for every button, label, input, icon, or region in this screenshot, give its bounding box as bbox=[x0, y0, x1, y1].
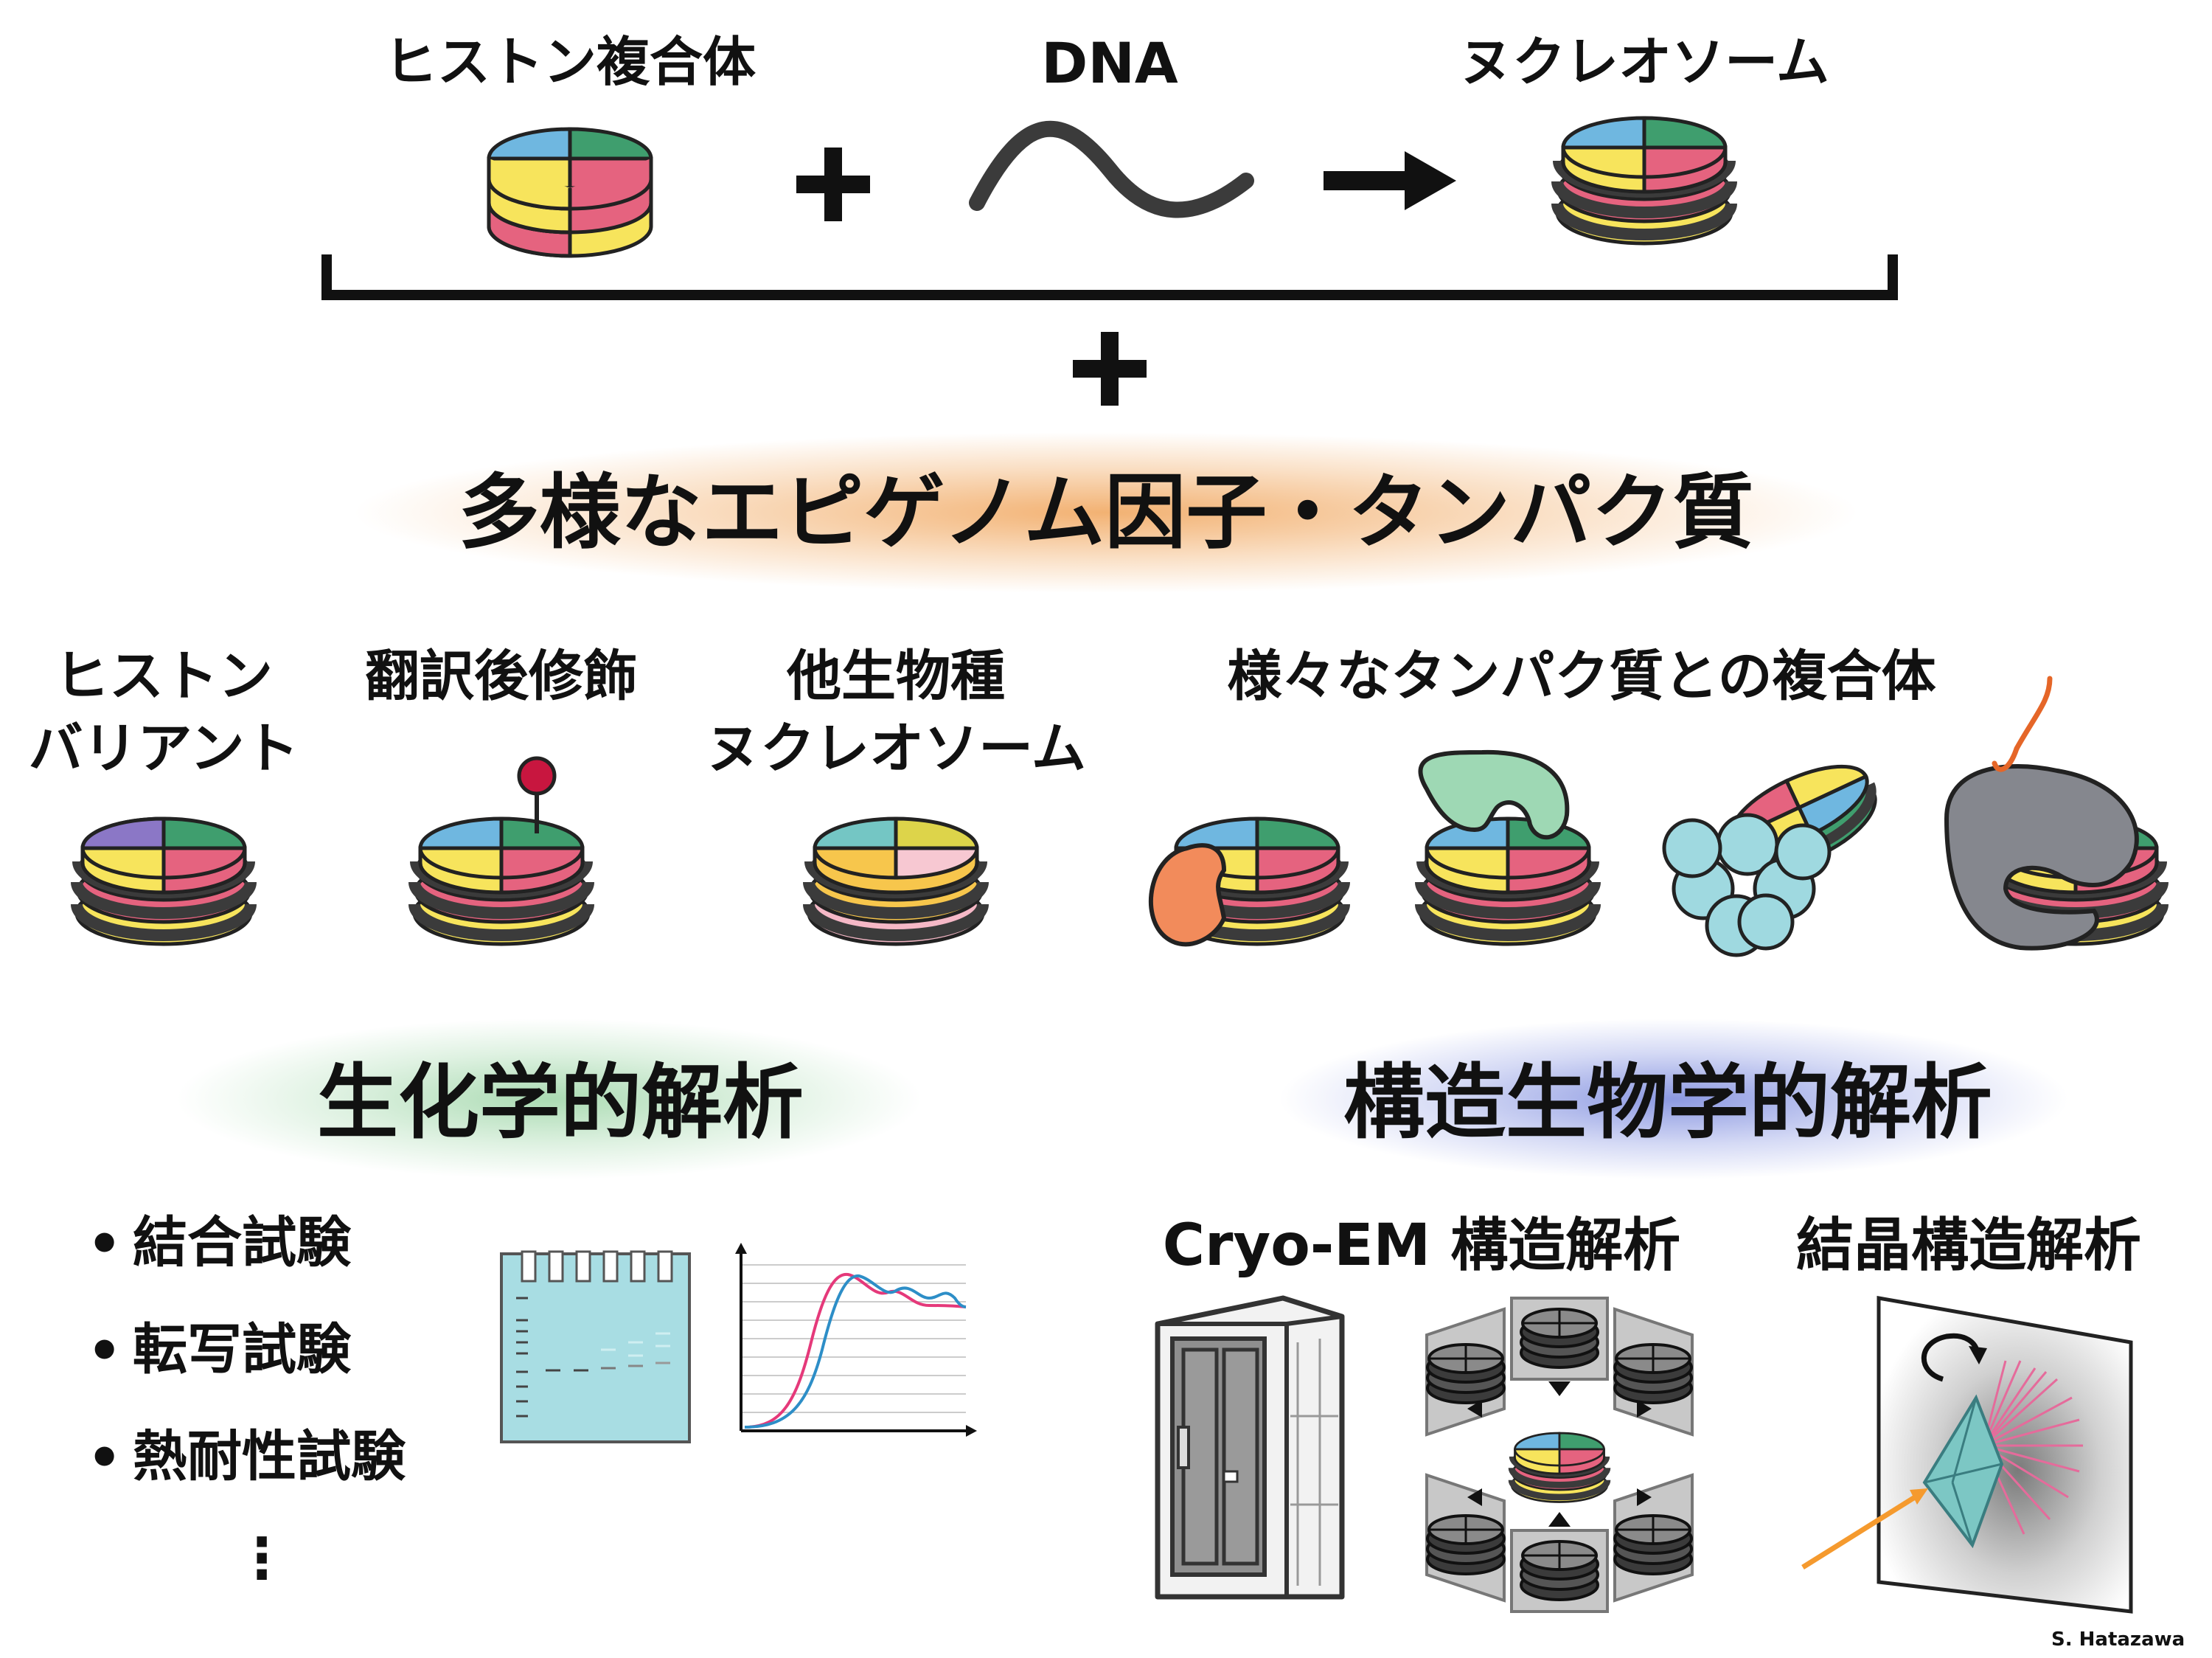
ptm-label: 翻訳後修飾 bbox=[365, 645, 638, 708]
species-label-line2: ヌクレオソーム bbox=[706, 717, 1086, 780]
species-label-line1: 他生物種 bbox=[787, 645, 1005, 708]
biochem-title: 生化学的解析 bbox=[317, 1055, 804, 1150]
ptm-nucleosome-icon bbox=[414, 756, 588, 944]
bracket bbox=[321, 254, 1898, 300]
complex-green-icon bbox=[1420, 749, 1595, 944]
species-nucleosome-icon bbox=[803, 816, 989, 946]
dna-label: DNA bbox=[1041, 30, 1178, 96]
bullet-icon: • bbox=[87, 1213, 122, 1276]
credit: S. Hatazawa bbox=[2051, 1628, 2185, 1651]
complex-orange-icon bbox=[1148, 819, 1344, 944]
bullet-icon: • bbox=[87, 1319, 122, 1383]
dna-icon bbox=[969, 120, 1254, 218]
crystal-diffraction-icon bbox=[1801, 1296, 2133, 1614]
plus-icon-top bbox=[796, 148, 870, 221]
plus-icon-middle bbox=[1073, 332, 1147, 406]
nucleosome-label: ヌクレオソーム bbox=[1459, 31, 1829, 93]
variant-label-line1: ヒストン bbox=[55, 645, 273, 708]
ellipsis: ⋮ bbox=[234, 1525, 290, 1591]
structural-title: 構造生物学的解析 bbox=[1343, 1055, 1992, 1150]
list-item-transcription: 転写試験 bbox=[133, 1318, 351, 1381]
crystal-label: 結晶構造解析 bbox=[1795, 1213, 2142, 1279]
bullet-icon: • bbox=[87, 1426, 122, 1490]
list-item-thermal: 熱耐性試験 bbox=[133, 1425, 406, 1488]
modification-pin-icon bbox=[517, 756, 557, 796]
cryo-em-microscope-icon bbox=[1155, 1295, 1345, 1600]
variant-label-line2: バリアント bbox=[28, 717, 299, 780]
structural-title-glow bbox=[1276, 1018, 2072, 1180]
melt-curve-icon bbox=[735, 1243, 977, 1437]
cryo-em-label: Cryo-EM 構造解析 bbox=[1162, 1213, 1681, 1279]
nucleosome-icon bbox=[1557, 118, 1731, 243]
gel-image-icon bbox=[500, 1250, 691, 1443]
complexes-label: 様々なタンパク質との複合体 bbox=[1227, 645, 1936, 708]
histone-complex-label: ヒストン複合体 bbox=[383, 31, 757, 93]
factors-title-glow bbox=[347, 431, 1865, 594]
complex-grey-icon bbox=[1944, 676, 2163, 951]
factors-title: 多様なエピゲノム因子・タンパク質 bbox=[458, 465, 1754, 560]
biochem-title-glow bbox=[173, 1018, 925, 1180]
histone-complex-icon bbox=[489, 129, 651, 256]
list-item-binding: 結合試験 bbox=[133, 1211, 351, 1274]
complex-cluster-icon bbox=[1662, 764, 1877, 957]
cryo-em-projections-icon bbox=[1425, 1297, 1694, 1613]
arrow-right-icon bbox=[1324, 151, 1456, 210]
variant-nucleosome-icon bbox=[77, 819, 251, 944]
